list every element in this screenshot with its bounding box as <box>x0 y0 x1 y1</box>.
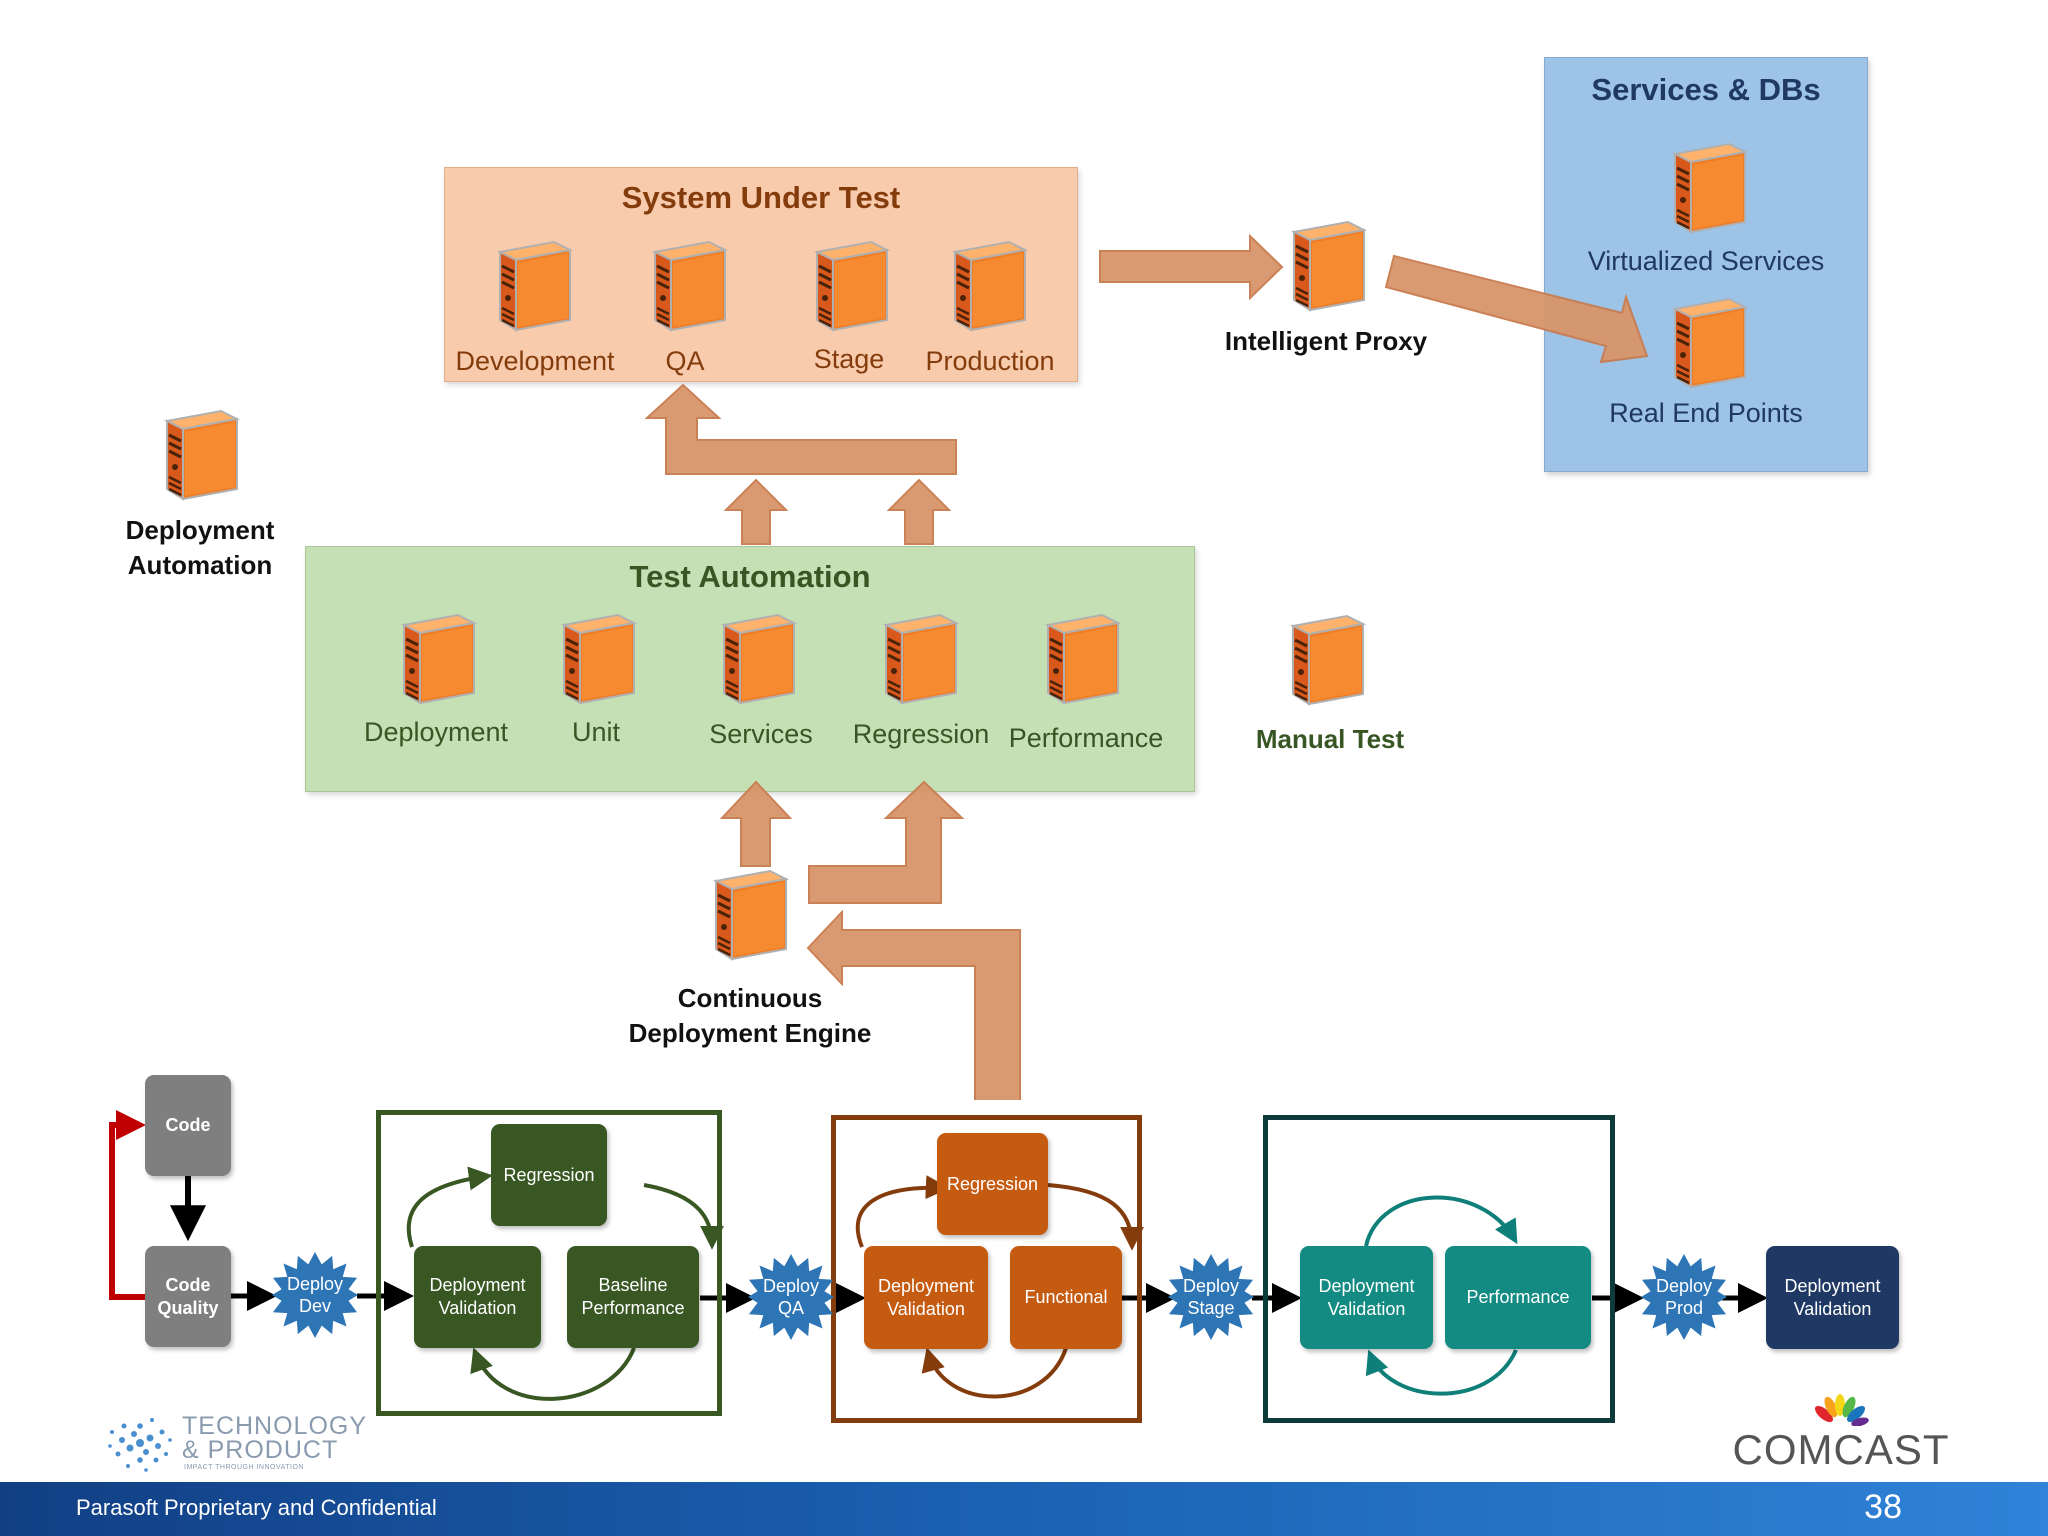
test-services-label: Services <box>709 719 813 749</box>
arrow-sut-to-proxy <box>1099 233 1284 301</box>
code-box[interactable]: Code <box>145 1075 231 1176</box>
sut-development-label: Development <box>455 346 615 376</box>
qa-regression-box[interactable]: Regression <box>937 1133 1048 1235</box>
system-under-test-panel: System Under Test Development QA Stage P… <box>444 167 1078 382</box>
deployment-automation-label-line1: Deployment <box>125 515 275 545</box>
prod-dv-label-1: Deployment <box>1784 1275 1881 1296</box>
test-deployment-label: Deployment <box>363 717 509 747</box>
arrow-proxy-to-endpoints <box>1384 254 1649 364</box>
qa-regression-label: Regression <box>946 1173 1039 1194</box>
teal-cycle-arrow-2 <box>1365 1349 1518 1396</box>
brown-cycle-arrow-1 <box>855 1175 950 1248</box>
prod-deployment-validation-box[interactable]: Deployment Validation <box>1766 1246 1899 1349</box>
green-cycle-arrow-1 <box>406 1166 493 1248</box>
peacock-icon <box>1814 1394 1869 1426</box>
stage-performance-label: Performance <box>1466 1287 1570 1307</box>
brown-cycle-arrow-2 <box>1047 1183 1144 1251</box>
green-cycle-arrow-3 <box>470 1347 636 1401</box>
arrow-pipeline-to-engine <box>806 909 1021 1100</box>
test-performance-label: Performance <box>1008 723 1164 753</box>
prod-dv-label-2: Validation <box>1793 1298 1872 1319</box>
cd-engine-label-line1: Continuous <box>677 983 823 1013</box>
pipeline-connectors <box>109 1110 1768 1401</box>
page-number: 38 <box>1864 1488 1902 1526</box>
footer-text: Parasoft Proprietary and Confidential <box>76 1495 437 1520</box>
services-dbs-panel: Services & DBs Virtualized Services Real… <box>1544 57 1868 472</box>
dev-bp-label-1: Baseline <box>598 1275 668 1295</box>
code-label: Code <box>165 1115 211 1135</box>
arrow-engine-to-services <box>719 780 793 867</box>
test-regression-label: Regression <box>852 719 990 749</box>
stage-dv-label-1: Deployment <box>1318 1275 1415 1296</box>
stage-dv-label-2: Validation <box>1327 1298 1406 1319</box>
dev-dv-label-1: Deployment <box>429 1275 526 1295</box>
flow-arrows <box>644 233 1649 1100</box>
sut-title: System Under Test <box>621 180 901 215</box>
comcast-logo: COMCAST <box>1728 1392 1954 1473</box>
dev-deployment-validation-box[interactable]: Deployment Validation <box>414 1246 541 1348</box>
sut-qa-label: QA <box>665 346 705 376</box>
qa-dv-label-2: Validation <box>887 1298 965 1319</box>
qa-deployment-validation-box[interactable]: Deployment Validation <box>864 1246 988 1349</box>
services-dbs-title: Services & DBs <box>1591 72 1821 107</box>
dev-baseline-performance-box[interactable]: Baseline Performance <box>567 1246 699 1348</box>
code-quality-label-line2: Quality <box>157 1297 219 1318</box>
test-unit-label: Unit <box>571 717 620 747</box>
brown-cycle-arrow-3 <box>921 1347 1068 1399</box>
test-automation-title: Test Automation <box>629 559 871 594</box>
qa-dv-label-1: Deployment <box>877 1275 975 1296</box>
sut-production-label: Production <box>925 346 1055 376</box>
arrow-engine-to-regression <box>808 780 965 904</box>
arrow-stem-left <box>723 478 789 545</box>
arrow-stem-right <box>886 478 952 545</box>
dev-regression-label: Regression <box>503 1164 595 1185</box>
qa-stage-frame <box>831 1115 1142 1423</box>
swirl-dots-icon <box>108 1418 172 1472</box>
cd-engine-label-line2: Deployment Engine <box>628 1018 872 1048</box>
dev-regression-box[interactable]: Regression <box>491 1124 607 1226</box>
qa-functional-box[interactable]: Functional <box>1010 1246 1122 1349</box>
stage-stage-frame <box>1263 1115 1615 1423</box>
tech-product-tagline: IMPACT THROUGH INNOVATION <box>184 1464 304 1471</box>
qa-functional-label: Functional <box>1024 1287 1108 1307</box>
footer-bar: Parasoft Proprietary and Confidential 38 <box>0 1482 2048 1536</box>
tech-product-line1: TECHNOLOGY <box>182 1412 368 1440</box>
test-automation-panel: Test Automation Deployment Unit Services… <box>305 546 1195 792</box>
dev-bp-label-2: Performance <box>581 1298 685 1318</box>
intelligent-proxy-label: Intelligent Proxy <box>1224 326 1428 356</box>
stage-deployment-validation-box[interactable]: Deployment Validation <box>1300 1246 1433 1349</box>
comcast-wordmark: COMCAST <box>1732 1426 1950 1473</box>
code-quality-box[interactable]: Code Quality <box>145 1246 231 1347</box>
code-quality-feedback-arrow <box>109 1110 146 1300</box>
manual-test-label: Manual Test <box>1255 724 1405 754</box>
stage-performance-box[interactable]: Performance <box>1445 1246 1591 1349</box>
teal-cycle-arrow-1 <box>1364 1195 1518 1247</box>
technology-product-logo: TECHNOLOGY & PRODUCT IMPACT THROUGH INNO… <box>100 1408 366 1478</box>
virtualized-services-label: Virtualized Services <box>1587 246 1825 276</box>
arrow-manifold-to-qa <box>644 383 957 475</box>
dev-stage-frame <box>376 1110 722 1416</box>
sut-stage-label: Stage <box>813 344 885 374</box>
code-quality-label-line1: Code <box>165 1274 211 1295</box>
deployment-automation-label-line2: Automation <box>127 550 273 580</box>
real-end-points-label: Real End Points <box>1609 398 1803 428</box>
green-cycle-arrow-2 <box>643 1183 724 1250</box>
tech-product-line2: & PRODUCT <box>182 1436 339 1464</box>
dev-dv-label-2: Validation <box>438 1298 517 1318</box>
